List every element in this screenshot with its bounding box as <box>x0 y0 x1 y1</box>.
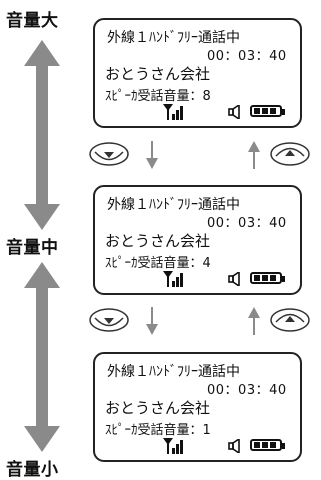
antenna-signal-icon <box>163 271 183 287</box>
call-timer: 00：03：40 <box>207 49 287 64</box>
down-step-arrow <box>146 141 158 169</box>
call-status: 外線１ﾊﾝﾄﾞﾌﾘｰ通話中 <box>107 364 240 380</box>
speaker-icon <box>228 439 240 453</box>
volume-mid-label: 音量中 <box>6 238 59 258</box>
battery-icon <box>250 271 288 287</box>
battery-icon <box>250 438 288 454</box>
volume-up-key-icon[interactable] <box>270 307 310 333</box>
speaker-volume-text: ｽﾋﾟｰｶ受話音量：1 <box>105 423 211 438</box>
speaker-volume-text: ｽﾋﾟｰｶ受話音量：4 <box>105 256 211 271</box>
volume-down-key-icon[interactable] <box>89 307 129 333</box>
phone-screen-volume-8: 外線１ﾊﾝﾄﾞﾌﾘｰ通話中 00：03：40 おとうさん会社 ｽﾋﾟｰｶ受話音量… <box>93 18 302 128</box>
caller-name: おとうさん会社 <box>105 232 211 250</box>
speaker-icon <box>228 105 240 119</box>
speaker-volume-text: ｽﾋﾟｰｶ受話音量：8 <box>105 89 211 104</box>
volume-down-key-icon[interactable] <box>89 141 129 167</box>
volume-high-label: 音量大 <box>6 11 59 31</box>
up-step-arrow <box>248 141 260 169</box>
antenna-signal-icon <box>163 104 183 120</box>
speaker-icon <box>228 272 240 286</box>
volume-axis-upper-arrow <box>24 40 60 230</box>
call-timer: 00：03：40 <box>207 216 287 231</box>
battery-icon <box>250 104 288 120</box>
volume-up-key-icon[interactable] <box>270 141 310 167</box>
up-step-arrow <box>248 307 260 335</box>
caller-name: おとうさん会社 <box>105 399 211 417</box>
volume-low-label: 音量小 <box>6 460 59 480</box>
volume-axis-lower-arrow <box>24 262 60 452</box>
phone-screen-volume-4: 外線１ﾊﾝﾄﾞﾌﾘｰ通話中 00：03：40 おとうさん会社 ｽﾋﾟｰｶ受話音量… <box>93 185 302 295</box>
phone-screen-volume-1: 外線１ﾊﾝﾄﾞﾌﾘｰ通話中 00：03：40 おとうさん会社 ｽﾋﾟｰｶ受話音量… <box>93 352 302 462</box>
call-status: 外線１ﾊﾝﾄﾞﾌﾘｰ通話中 <box>107 197 240 213</box>
antenna-signal-icon <box>163 438 183 454</box>
call-status: 外線１ﾊﾝﾄﾞﾌﾘｰ通話中 <box>107 30 240 46</box>
caller-name: おとうさん会社 <box>105 65 211 83</box>
down-step-arrow <box>146 307 158 335</box>
call-timer: 00：03：40 <box>207 383 287 398</box>
